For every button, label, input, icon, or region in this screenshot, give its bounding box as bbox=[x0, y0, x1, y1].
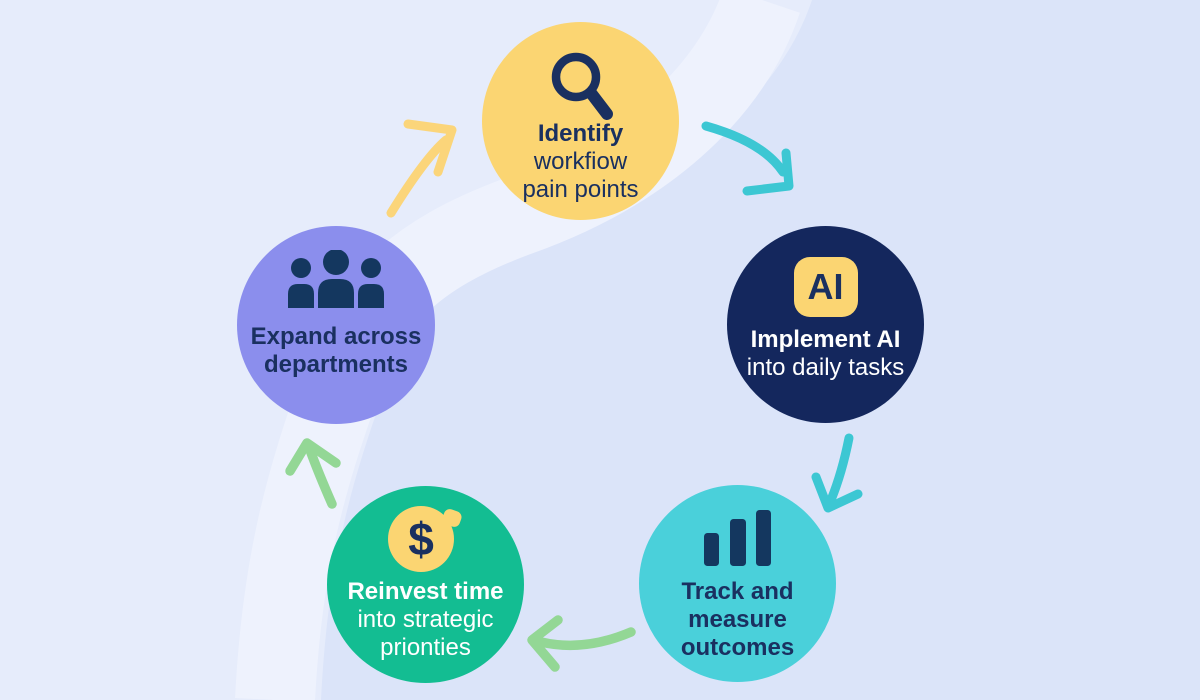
magnifying-glass-icon bbox=[551, 52, 613, 120]
step-implement-circle: AI Implement AI into daily tasks bbox=[727, 226, 924, 423]
ai-badge-label: AI bbox=[807, 266, 844, 307]
ai-badge-icon: AI bbox=[793, 257, 858, 317]
step-line: Reinvest time bbox=[347, 578, 504, 605]
step-line: into strategic bbox=[357, 606, 494, 633]
arrow-reinvest-to-expand-icon bbox=[285, 438, 341, 509]
arrow-expand-to-identify-icon bbox=[386, 119, 457, 218]
step-line: Track and bbox=[681, 578, 794, 605]
step-line: workfiow bbox=[533, 148, 628, 175]
step-identify-label: Identify workfiow pain points bbox=[482, 120, 679, 204]
dollar-symbol: $ bbox=[408, 513, 434, 565]
arrow-identify-to-implement-icon bbox=[701, 121, 794, 196]
people-icon bbox=[288, 250, 384, 308]
step-line: outcomes bbox=[680, 634, 795, 661]
step-line: Expand across bbox=[250, 323, 422, 350]
step-identify-circle: Identify workfiow pain points bbox=[482, 22, 679, 220]
step-line: Identify bbox=[537, 120, 624, 147]
step-track-circle: Track and measure outcomes bbox=[639, 485, 836, 682]
step-line: into daily tasks bbox=[746, 354, 905, 381]
step-reinvest-label: Reinvest time into strategic prionties bbox=[327, 578, 524, 662]
dollar-coin-icon: $ bbox=[387, 506, 462, 572]
bar-chart-icon bbox=[703, 510, 771, 566]
step-implement-label: Implement AI into daily tasks bbox=[727, 326, 924, 382]
step-reinvest-circle: $ Reinvest time into strategic prionties bbox=[327, 486, 524, 683]
arrow-implement-to-track-icon bbox=[811, 433, 863, 513]
step-expand-circle: Expand across departments bbox=[237, 226, 435, 424]
step-line: Implement AI bbox=[750, 326, 901, 353]
step-line: measure bbox=[688, 606, 787, 633]
step-line: departments bbox=[263, 351, 409, 378]
step-line: pain points bbox=[522, 176, 639, 203]
step-track-label: Track and measure outcomes bbox=[639, 578, 836, 662]
step-expand-label: Expand across departments bbox=[237, 323, 435, 379]
step-line: prionties bbox=[380, 634, 471, 661]
arrow-track-to-reinvest-icon bbox=[527, 615, 636, 672]
